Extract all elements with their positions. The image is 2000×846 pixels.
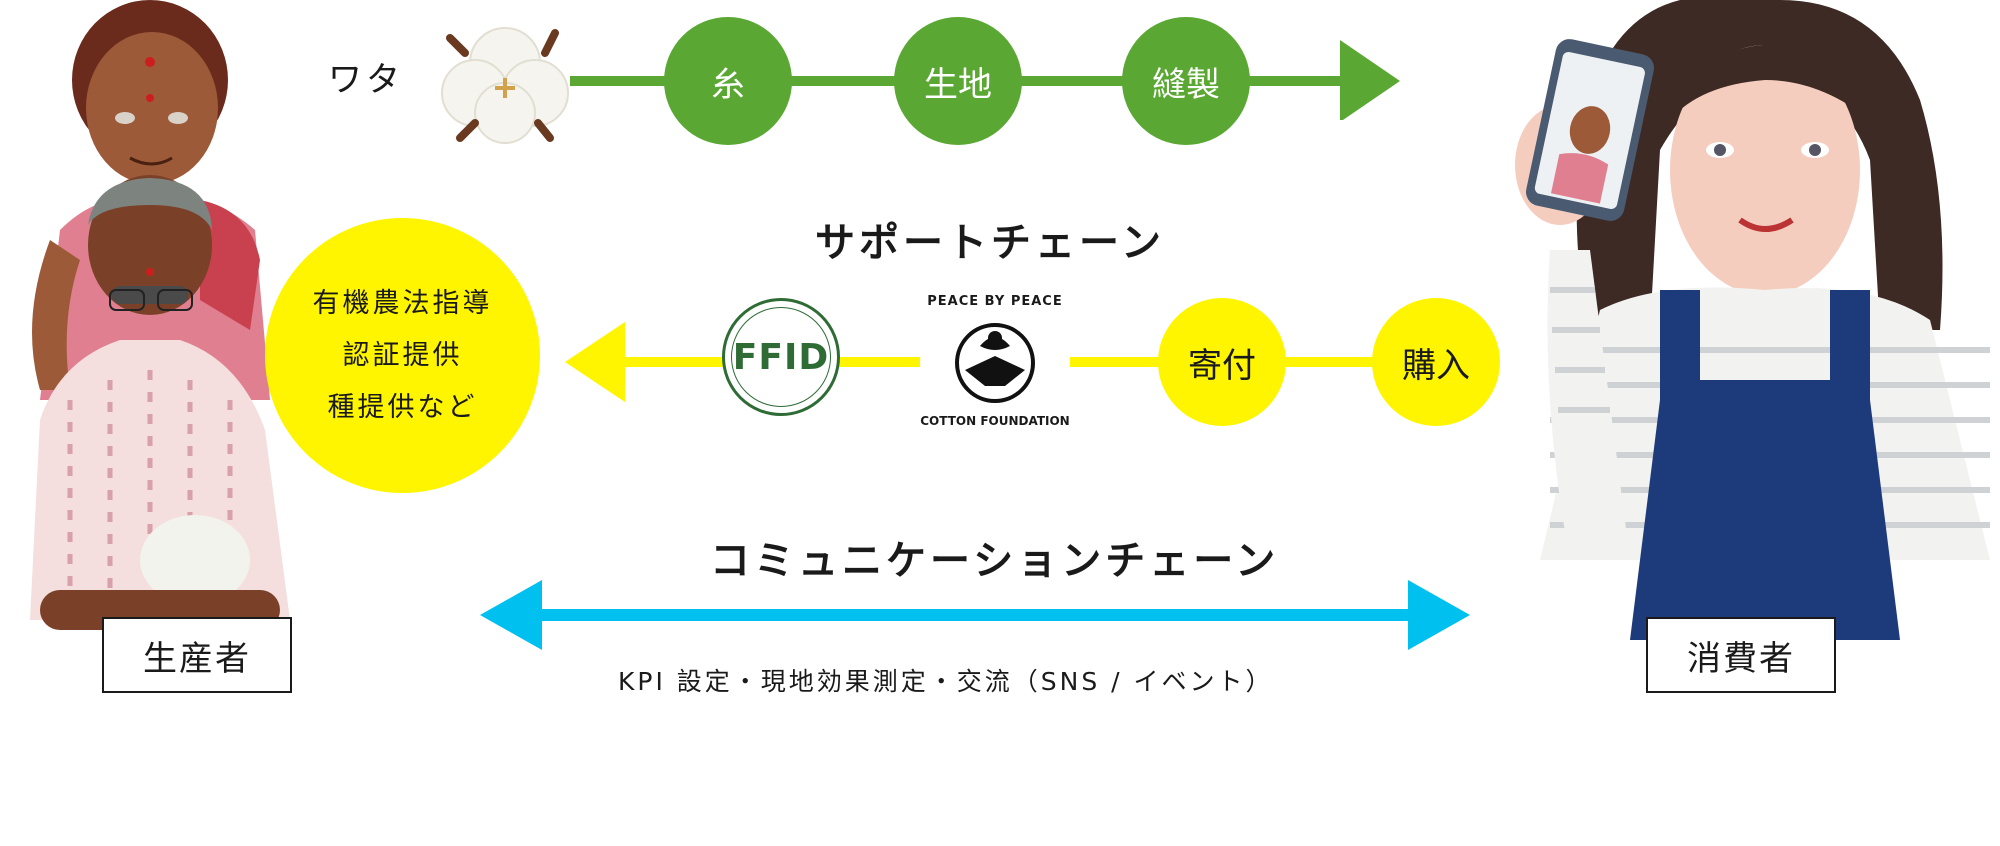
step-donation-label: 寄付 (1188, 345, 1256, 386)
producer-label: 生産者 (102, 617, 292, 693)
support-item: 有機農法指導 (312, 287, 493, 319)
cotton-boll-icon (441, 27, 569, 144)
support-chain-title: サポートチェーン (815, 220, 1165, 266)
support-item: 認証提供 (342, 339, 463, 371)
step-sewing-label: 縫製 (1152, 64, 1220, 105)
support-item: 種提供など (327, 391, 478, 423)
communication-chain-description: KPI 設定・現地効果測定・交流（SNS / イベント） (618, 667, 1274, 696)
step-yarn: 糸 (664, 17, 792, 145)
ffid-logo-text: FFID (732, 336, 830, 378)
step-donation: 寄付 (1158, 298, 1286, 426)
consumer-illustration (1515, 0, 1990, 640)
pbp-logo-top: PEACE BY PEACE (927, 294, 1063, 309)
raw-cotton-label: ワタ (328, 60, 404, 100)
step-fabric-label: 生地 (924, 64, 992, 105)
pbp-cotton-foundation-logo: PEACE BY PEACE COTTON FOUNDATION (920, 288, 1070, 438)
handshake-icon (955, 323, 1035, 403)
ffid-logo: FFID (722, 298, 840, 416)
producers-illustration (30, 0, 290, 630)
support-items-bubble: 有機農法指導 認証提供 種提供など (265, 218, 540, 493)
step-yarn-label: 糸 (711, 64, 745, 105)
communication-chain-title: コミュニケーションチェーン (710, 538, 1280, 584)
step-sewing: 縫製 (1122, 17, 1250, 145)
step-purchase-label: 購入 (1402, 345, 1470, 386)
step-fabric: 生地 (894, 17, 1022, 145)
step-purchase: 購入 (1372, 298, 1500, 426)
consumer-label: 消費者 (1646, 617, 1836, 693)
communication-chain-arrow (480, 580, 1470, 650)
pbp-logo-bottom: COTTON FOUNDATION (920, 414, 1070, 428)
